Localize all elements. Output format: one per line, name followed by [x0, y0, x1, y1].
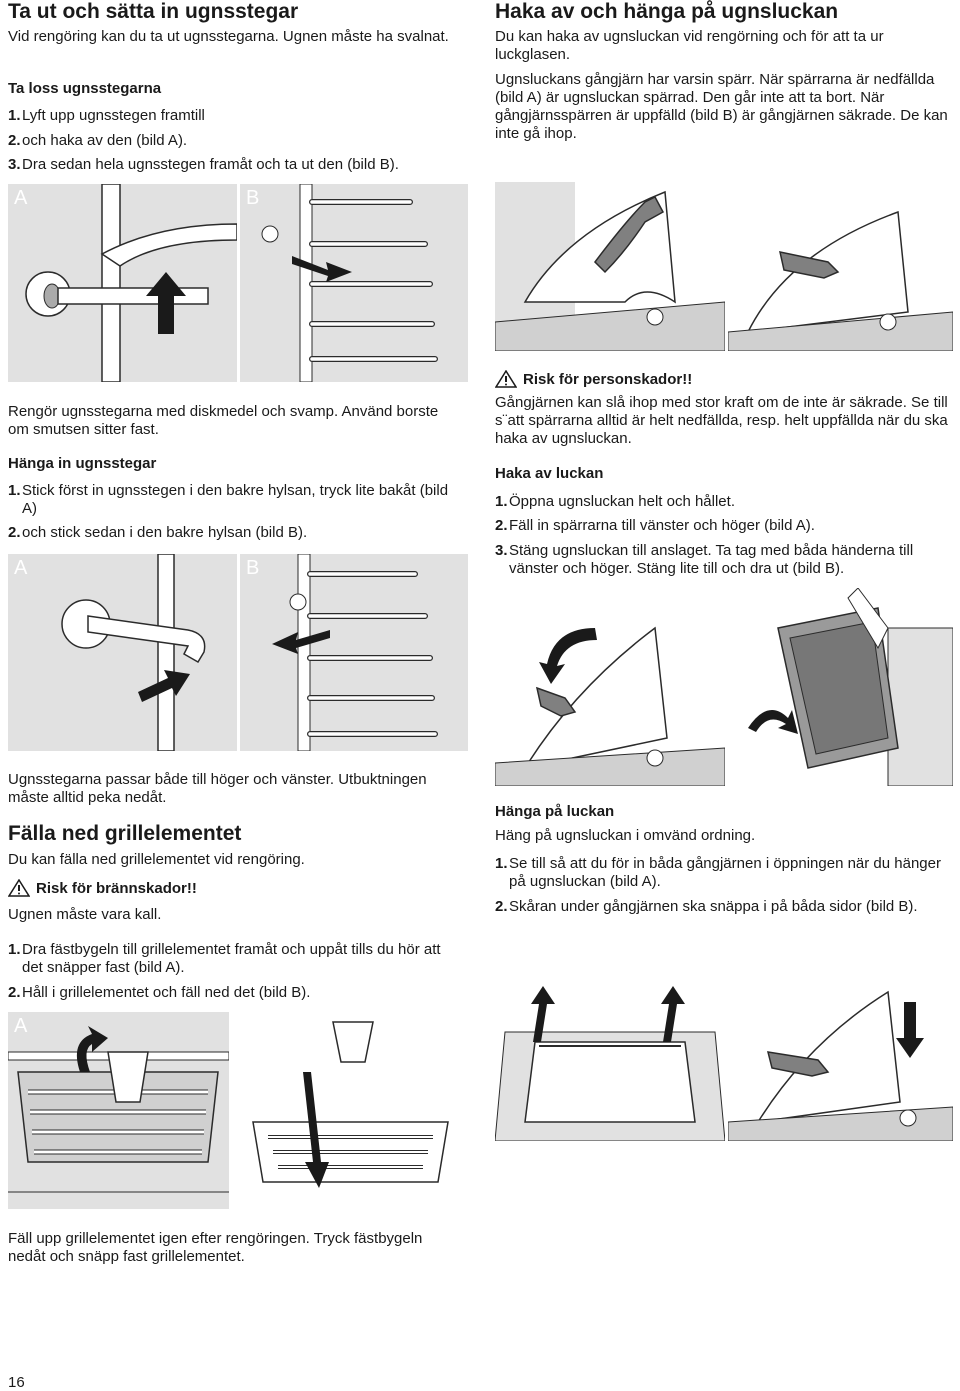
fit-note: Ugnsstegarna passar både till höger och … [8, 771, 427, 806]
remove-door-step: 1.Öppna ugnsluckan helt och hållet. [495, 493, 735, 510]
figure-remove-shelf-b: B [240, 184, 468, 382]
clean-instructions: Rengör ugnsstegarna med diskmedel och sv… [8, 403, 439, 438]
remove-step: 1.Lyft upp ugnsstegen framtill [8, 107, 205, 124]
grill-step: 1.Dra fästbygeln till grillelementet fra… [8, 941, 441, 976]
section-title-grill: Fälla ned grillelementet [8, 822, 242, 845]
grill-intro: Du kan fälla ned grillelementet vid reng… [8, 851, 305, 868]
page-number: 16 [8, 1374, 25, 1391]
remove-step: 3.Dra sedan hela ugnsstegen framåt och t… [8, 156, 399, 173]
figure-hinge-b: B [728, 152, 953, 351]
warning-triangle-icon [495, 370, 517, 388]
remove-shelves-heading: Ta loss ugnsstegarna [8, 80, 162, 97]
hinge-explanation: Ugnsluckans gångjärn har varsin spärr. N… [495, 71, 948, 142]
figure-remove-shelf-a: A [8, 184, 237, 382]
hang-door-step: 2.Skåran under gångjärnen ska snäppa i p… [495, 898, 918, 915]
figure-insert-shelf-a: A [8, 554, 237, 751]
section-title-door: Haka av och hänga på ugnsluckan [495, 0, 839, 23]
insert-step: 2.och stick sedan i den bakre hylsan (bi… [8, 524, 308, 541]
insert-shelves-heading: Hänga in ugnsstegar [8, 455, 157, 472]
grill-step: 2.Håll i grillelementet och fäll ned det… [8, 984, 311, 1001]
insert-step: 1.Stick först in ugnsstegen i den bakre … [8, 482, 449, 517]
warning-triangle-icon [8, 879, 30, 897]
figure-grill-a: A [8, 1012, 229, 1209]
hang-door-step: 1.Se till så att du för in båda gångjärn… [495, 855, 941, 890]
remove-door-step: 2.Fäll in spärrarna till vänster och hög… [495, 517, 815, 534]
shelves-intro: Vid rengöring kan du ta ut ugnsstegarna.… [8, 28, 449, 45]
figure-remove-door-a: A [495, 588, 725, 786]
remove-door-heading: Haka av luckan [495, 465, 604, 482]
figure-hinge-a: A [495, 152, 725, 351]
figure-grill-b: B [233, 1012, 468, 1209]
burn-warning-text: Ugnen måste vara kall. [8, 906, 162, 923]
remove-step: 2.och haka av den (bild A). [8, 132, 188, 149]
remove-door-step: 3.Stäng ugnsluckan till anslaget. Ta tag… [495, 542, 914, 577]
figure-remove-door-b: B [728, 588, 953, 786]
figure-hang-door-a: A [495, 942, 725, 1141]
figure-insert-shelf-b: B [240, 554, 468, 751]
door-intro: Du kan haka av ugnsluckan vid rengörning… [495, 28, 884, 63]
hang-door-intro: Häng på ugnsluckan i omvänd ordning. [495, 827, 756, 844]
injury-warning-text: Gångjärnen kan slå ihop med stor kraft o… [495, 394, 948, 447]
grill-outro: Fäll upp grillelementet igen efter rengö… [8, 1230, 423, 1265]
figure-hang-door-b: B [728, 942, 953, 1141]
section-title-shelves: Ta ut och sätta in ugnsstegar [8, 0, 299, 23]
burn-warning: Risk för brännskador!! [8, 879, 197, 897]
injury-warning: Risk för personskador!! [495, 370, 692, 388]
hang-door-heading: Hänga på luckan [495, 803, 615, 820]
